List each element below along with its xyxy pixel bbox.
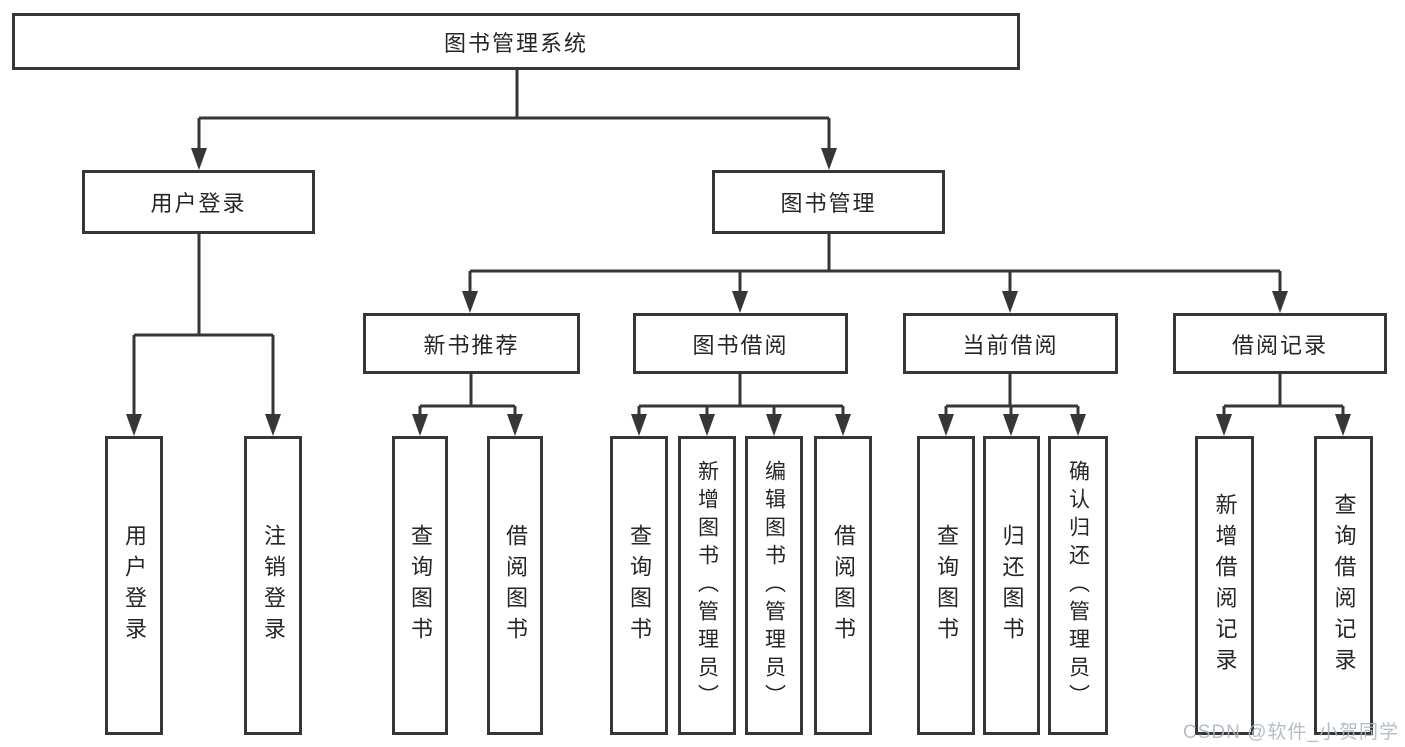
leaf-label: 查询图书 — [627, 523, 652, 648]
node-root-library-system: 图书管理系统 — [12, 13, 1020, 70]
csdn-watermark: CSDN @软件_小贺同学 — [1183, 722, 1399, 743]
node-label: 图书借阅 — [692, 332, 789, 358]
leaf-label: 归还图书 — [999, 523, 1025, 648]
leaf-label: 编辑图书（管理员） — [762, 459, 786, 712]
node-label: 图书管理系统 — [443, 30, 588, 56]
leaf-query-books-current: 查询图书 — [917, 436, 975, 735]
node-new-book-recommend: 新书推荐 — [363, 313, 580, 374]
leaf-label: 注销登录 — [261, 523, 286, 648]
arrowheads — [126, 148, 1351, 436]
leaf-label: 新增借阅记录 — [1212, 492, 1238, 679]
node-label: 借阅记录 — [1231, 332, 1328, 358]
node-current-borrow: 当前借阅 — [903, 313, 1118, 374]
node-label: 用户登录 — [150, 191, 247, 216]
leaf-add-book-admin: 新增图书（管理员） — [678, 436, 736, 735]
leaf-label: 查询图书 — [408, 523, 433, 648]
node-borrow-records: 借阅记录 — [1173, 313, 1387, 374]
node-label: 当前借阅 — [962, 332, 1059, 358]
node-user-login: 用户登录 — [82, 170, 315, 234]
leaf-label: 查询借阅记录 — [1331, 492, 1357, 679]
leaf-label: 用户登录 — [122, 523, 147, 648]
leaf-label: 借阅图书 — [503, 523, 528, 648]
leaf-label: 新增图书（管理员） — [695, 459, 719, 712]
leaf-query-books-borrow: 查询图书 — [610, 436, 668, 735]
leaf-borrow-books-recommend: 借阅图书 — [487, 436, 543, 735]
node-book-borrow: 图书借阅 — [633, 313, 848, 374]
leaf-user-login: 用户登录 — [105, 436, 163, 735]
node-book-management: 图书管理 — [712, 170, 945, 234]
leaf-logout: 注销登录 — [244, 436, 302, 735]
leaf-return-book: 归还图书 — [983, 436, 1040, 735]
leaf-query-books-recommend: 查询图书 — [392, 436, 448, 735]
leaf-confirm-return-admin: 确认归还（管理员） — [1048, 436, 1108, 735]
leaf-query-borrow-record: 查询借阅记录 — [1314, 436, 1373, 735]
node-label: 图书管理 — [780, 191, 877, 216]
leaf-edit-book-admin: 编辑图书（管理员） — [745, 436, 803, 735]
leaf-label: 确认归还（管理员） — [1066, 459, 1090, 712]
node-label: 新书推荐 — [423, 332, 520, 358]
leaf-label: 借阅图书 — [831, 523, 856, 648]
leaf-label: 查询图书 — [934, 523, 959, 648]
leaf-add-borrow-record: 新增借阅记录 — [1195, 436, 1254, 735]
leaf-borrow-books: 借阅图书 — [814, 436, 872, 735]
